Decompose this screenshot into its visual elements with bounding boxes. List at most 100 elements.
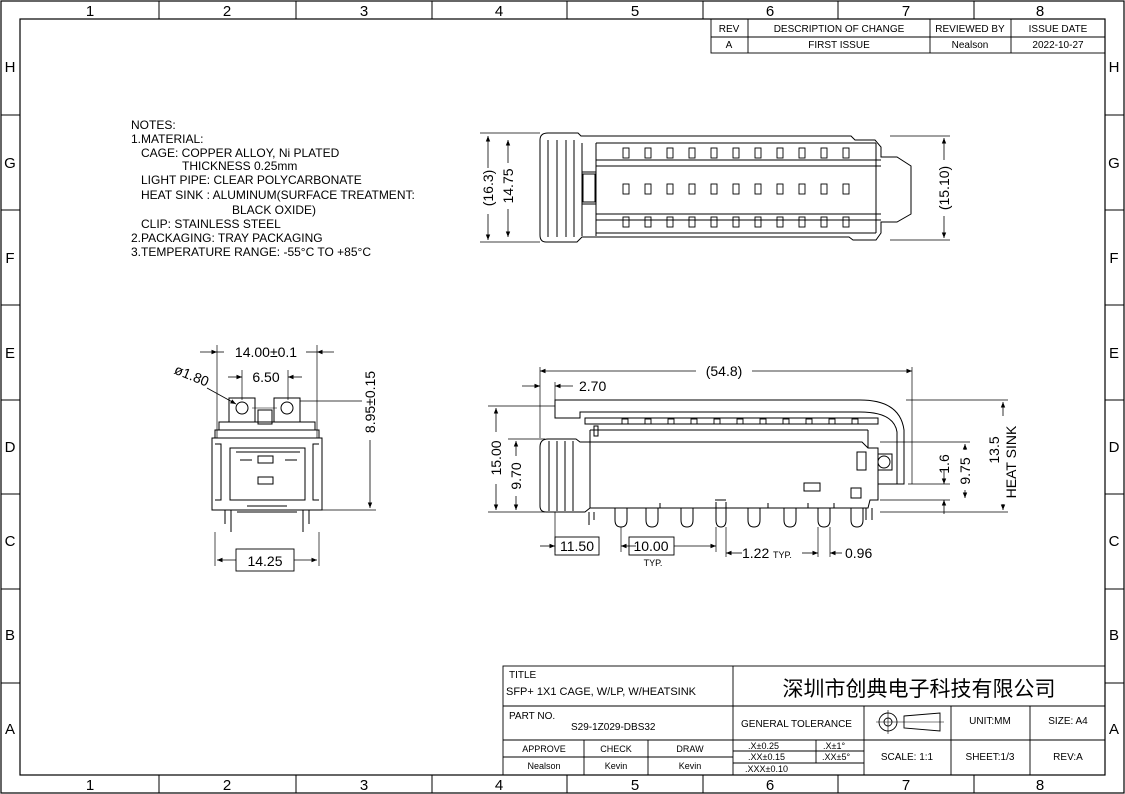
draw-label: DRAW xyxy=(676,744,704,754)
dim-top-overall: (16.3) xyxy=(480,170,496,207)
col-label-bottom: 3 xyxy=(360,777,368,794)
dim-side-1-22: 1.22 xyxy=(742,545,769,561)
part-no: S29-1Z029-DBS32 xyxy=(571,722,656,733)
col-label-bottom: 4 xyxy=(495,777,503,794)
side-view xyxy=(488,367,1008,557)
general-tolerance-label: GENERAL TOLERANCE xyxy=(741,719,852,730)
part-no-label: PART NO. xyxy=(509,711,555,722)
row-label-right: C xyxy=(1109,533,1120,550)
unit-label: UNIT:MM xyxy=(969,716,1011,727)
col-label-top: 6 xyxy=(766,3,774,20)
dim-side-1-6: 1.6 xyxy=(936,454,952,474)
dim-mask xyxy=(957,450,973,490)
row-label-left: H xyxy=(5,59,16,76)
row-label-left: A xyxy=(5,721,15,738)
sheet-label: SHEET:1/3 xyxy=(966,752,1015,763)
heat-sink-label: HEAT SINK xyxy=(1003,425,1019,498)
dim-mask xyxy=(488,432,504,484)
reviewed-by-header: REVIEWED BY xyxy=(935,24,1005,35)
col-label-bottom: 6 xyxy=(766,777,774,794)
title-label: TITLE xyxy=(509,670,537,681)
row-label-right: D xyxy=(1109,439,1120,456)
col-label-bottom: 5 xyxy=(631,777,639,794)
top-view xyxy=(480,132,950,243)
check-name: Kevin xyxy=(605,761,628,771)
dim-mask xyxy=(936,160,952,216)
col-label-top: 7 xyxy=(902,3,910,20)
notes-title: NOTES: xyxy=(131,118,176,132)
dim-side-0-96: 0.96 xyxy=(845,545,872,561)
row-label-left: D xyxy=(5,439,16,456)
angle-tolerance-2: .XX±5° xyxy=(822,752,850,762)
note-line: CLIP: STAINLESS STEEL xyxy=(141,217,281,231)
draw-name: Kevin xyxy=(679,761,702,771)
dim-front-height: 8.95±0.15 xyxy=(362,371,378,433)
rev-header: REV xyxy=(719,24,740,35)
issue-date-value: 2022-10-27 xyxy=(1032,40,1084,51)
dim-front-diameter: ø1.80 xyxy=(172,361,211,389)
col-label-top: 4 xyxy=(495,3,503,20)
col-label-top: 1 xyxy=(86,3,94,20)
note-line: THICKNESS 0.25mm xyxy=(182,159,297,173)
description-header: DESCRIPTION OF CHANGE xyxy=(774,24,905,35)
typ-label: TYP. xyxy=(644,558,663,568)
dim-side-10-00: 10.00 xyxy=(633,538,668,554)
rev-value: A xyxy=(726,40,733,51)
approve-label: APPROVE xyxy=(522,744,566,754)
row-label-left: B xyxy=(5,627,15,644)
note-line: 3.TEMPERATURE RANGE: -55°C TO +85°C xyxy=(131,245,371,259)
row-label-left: C xyxy=(5,533,16,550)
col-label-top: 5 xyxy=(631,3,639,20)
row-label-right: B xyxy=(1109,627,1119,644)
col-label-bottom: 7 xyxy=(902,777,910,794)
title-block xyxy=(502,665,1106,776)
title-block-text: TITLE SFP+ 1X1 CAGE, W/LP, W/HEATSINK 深圳… xyxy=(506,670,1088,774)
notes-block: NOTES: 1.MATERIAL: CAGE: COPPER ALLOY, N… xyxy=(131,118,415,259)
dim-front-pitch: 6.50 xyxy=(252,369,279,385)
row-label-right: F xyxy=(1109,250,1118,267)
row-label-right: G xyxy=(1108,155,1120,172)
note-line: BLACK OXIDE) xyxy=(232,203,316,217)
col-label-bottom: 8 xyxy=(1036,777,1044,794)
dim-side-13-5: 13.5 xyxy=(986,436,1002,463)
dim-top-inner: 14.75 xyxy=(500,168,516,203)
dim-side-9-75: 9.75 xyxy=(957,457,973,484)
size-label: SIZE: A4 xyxy=(1048,716,1088,727)
company-name: 深圳市创典电子科技有限公司 xyxy=(783,677,1056,701)
note-line: LIGHT PIPE: CLEAR POLYCARBONATE xyxy=(141,173,362,187)
row-label-left: G xyxy=(4,155,16,172)
dim-mask xyxy=(508,456,524,496)
front-view xyxy=(200,345,376,572)
dim-side-total-height: 15.00 xyxy=(488,440,504,475)
col-label-bottom: 1 xyxy=(86,777,94,794)
dim-side-11-50: 11.50 xyxy=(560,538,594,554)
grid-labels: 1 2 3 4 5 6 7 8 1 2 3 4 5 6 7 8 H G F E … xyxy=(4,3,1120,794)
check-label: CHECK xyxy=(600,744,632,754)
dim-side-length: (54.8) xyxy=(706,363,743,379)
dim-mask xyxy=(985,416,1021,504)
approve-name: Nealson xyxy=(527,761,560,771)
row-label-left: F xyxy=(5,250,14,267)
dim-front-bottom: 14.25 xyxy=(247,553,282,569)
col-label-bottom: 2 xyxy=(223,777,231,794)
dim-top-rear: (15.10) xyxy=(936,166,952,210)
tolerance-1: .X±0.25 xyxy=(748,741,779,751)
row-label-right: A xyxy=(1109,721,1119,738)
row-label-right: E xyxy=(1109,345,1119,362)
note-line: 2.PACKAGING: TRAY PACKAGING xyxy=(131,231,323,245)
note-line: 1.MATERIAL: xyxy=(131,132,203,146)
dim-side-body-height: 9.70 xyxy=(508,462,524,489)
note-line: CAGE: COPPER ALLOY, Ni PLATED xyxy=(141,146,340,160)
dim-front-width: 14.00±0.1 xyxy=(235,344,297,360)
description-value: FIRST ISSUE xyxy=(808,40,870,51)
typ-label: TYP. xyxy=(773,550,792,560)
revision-table: REV DESCRIPTION OF CHANGE REVIEWED BY IS… xyxy=(710,18,1106,54)
row-label-right: H xyxy=(1109,59,1120,76)
dim-mask xyxy=(500,163,516,209)
issue-date-header: ISSUE DATE xyxy=(1029,24,1088,35)
angle-tolerance-1: .X±1° xyxy=(823,741,845,751)
drawing-title: SFP+ 1X1 CAGE, W/LP, W/HEATSINK xyxy=(506,686,697,698)
tolerance-2: .XX±0.15 xyxy=(748,752,785,762)
col-label-top: 2 xyxy=(223,3,231,20)
